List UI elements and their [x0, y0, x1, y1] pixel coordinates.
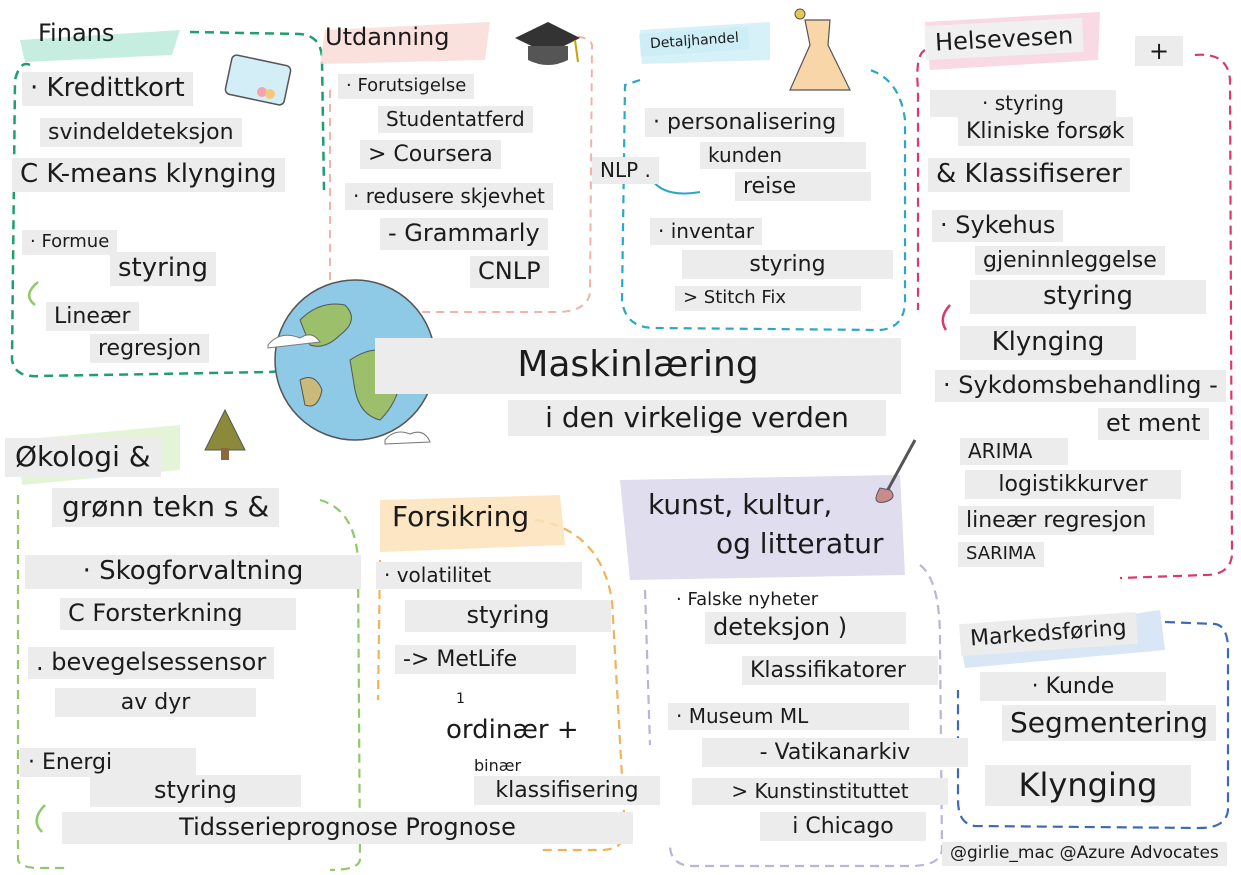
retail-item: · inventar	[650, 218, 763, 245]
health-item: SARIMA	[958, 542, 1044, 567]
health-item: lineær regresjon	[958, 506, 1155, 536]
art-item: deteksjon )	[705, 612, 906, 644]
education-item: - Grammarly	[380, 218, 548, 250]
health-item: ARIMA	[960, 438, 1068, 465]
finance-item: styring	[110, 252, 217, 286]
retail-item: · personalisering	[645, 108, 845, 138]
graduation-cap-icon	[515, 22, 580, 65]
education-heading: Utdanning	[325, 23, 450, 51]
education-item: · Forutsigelse	[338, 74, 475, 99]
paintbrush-icon	[875, 439, 917, 503]
ecology-item: . bevegelsessensor	[28, 647, 275, 679]
insurance-border	[534, 518, 627, 852]
marketing-item: Segmentering	[1002, 705, 1217, 742]
insurance-item: binær	[474, 756, 522, 775]
page-title: Maskinlæring	[375, 338, 901, 394]
finance-item: svindeldeteksjon	[40, 118, 242, 148]
arrow-icon	[28, 281, 39, 306]
health-border	[916, 49, 926, 310]
health-item: & Klassifiserer	[928, 158, 1130, 192]
retail-item: > Stitch Fix	[675, 286, 861, 311]
art-item: · Falske nyheter	[676, 589, 819, 610]
health-item: Klynging	[960, 326, 1136, 360]
marketing-border	[956, 620, 1230, 830]
retail-item: styring	[682, 250, 893, 280]
ecology-item: · Energi	[20, 748, 196, 778]
education-item: · redusere skjevhet	[345, 183, 553, 210]
insurance-item: klassifisering	[474, 776, 660, 806]
health-item: Kliniske forsøk	[958, 117, 1133, 147]
tree-icon	[204, 408, 246, 460]
insurance-heading: Forsikring	[392, 500, 530, 533]
retail-item: NLP .	[592, 157, 659, 184]
education-item: > Coursera	[360, 140, 501, 170]
ecology-item: · Skogforvaltning	[25, 555, 361, 589]
health-item: gjeninnleggelse	[975, 246, 1165, 276]
art-item: - Vatikanarkiv	[702, 738, 968, 768]
insurance-item: ordinær +	[446, 715, 579, 745]
art-border	[643, 589, 652, 746]
finance-item: C K-means klynging	[12, 158, 285, 192]
retail-item: reise	[735, 172, 871, 202]
finance-item: · Formue	[22, 230, 118, 255]
health-plus: +	[1135, 36, 1184, 67]
credit-label: @girlie_mac @Azure Advocates	[942, 842, 1227, 866]
ecology-item: C Forsterkning	[60, 598, 296, 630]
health-item: · Sykdomsbehandling -	[935, 370, 1226, 402]
art-heading-line2: og litteratur	[716, 527, 884, 560]
credit-card-icon	[224, 54, 292, 106]
ecology-item: Tidsserieprognose Prognose	[62, 812, 633, 844]
health-item: styring	[970, 280, 1206, 314]
finance-item: Lineær	[46, 302, 139, 332]
ecology-border	[16, 495, 70, 870]
insurance-item: 1	[456, 691, 465, 707]
marketing-item: Klynging	[985, 765, 1191, 806]
insurance-item: styring	[405, 600, 611, 632]
retail-border	[620, 68, 907, 332]
health-item: · styring	[930, 90, 1116, 117]
health-item: et ment	[1098, 408, 1209, 440]
education-border	[329, 34, 594, 313]
finance-item: regresjon	[90, 334, 210, 364]
ecology-item: styring	[90, 775, 301, 807]
art-item: Klassifikatorer	[742, 656, 938, 686]
art-item: i Chicago	[760, 812, 926, 842]
art-item: · Museum ML	[668, 703, 909, 730]
ecology-heading-line1: Økologi &	[5, 438, 161, 477]
finance-item: · Kredittkort	[22, 72, 193, 106]
retail-item: kunden	[700, 142, 866, 169]
page-subtitle: i den virkelige verden	[508, 400, 886, 437]
health-item: · Sykehus	[932, 210, 1064, 242]
art-heading-line1: kunst, kultur,	[648, 488, 833, 521]
ecology-heading-line2: grønn tekn s &	[52, 488, 280, 527]
health-item: logistikkurver	[965, 470, 1181, 500]
education-item: CNLP	[470, 256, 549, 288]
ecology-item: av dyr	[55, 688, 256, 718]
finance-heading: Finans	[38, 19, 115, 47]
dress-icon	[789, 8, 851, 91]
art-item: > Kunstinstituttet	[692, 778, 948, 805]
education-item: Studentatferd	[378, 106, 533, 133]
insurance-item: · volatilitet	[376, 562, 582, 589]
insurance-item: -> MetLife	[395, 645, 576, 675]
marketing-item: · Kunde	[980, 672, 1166, 702]
